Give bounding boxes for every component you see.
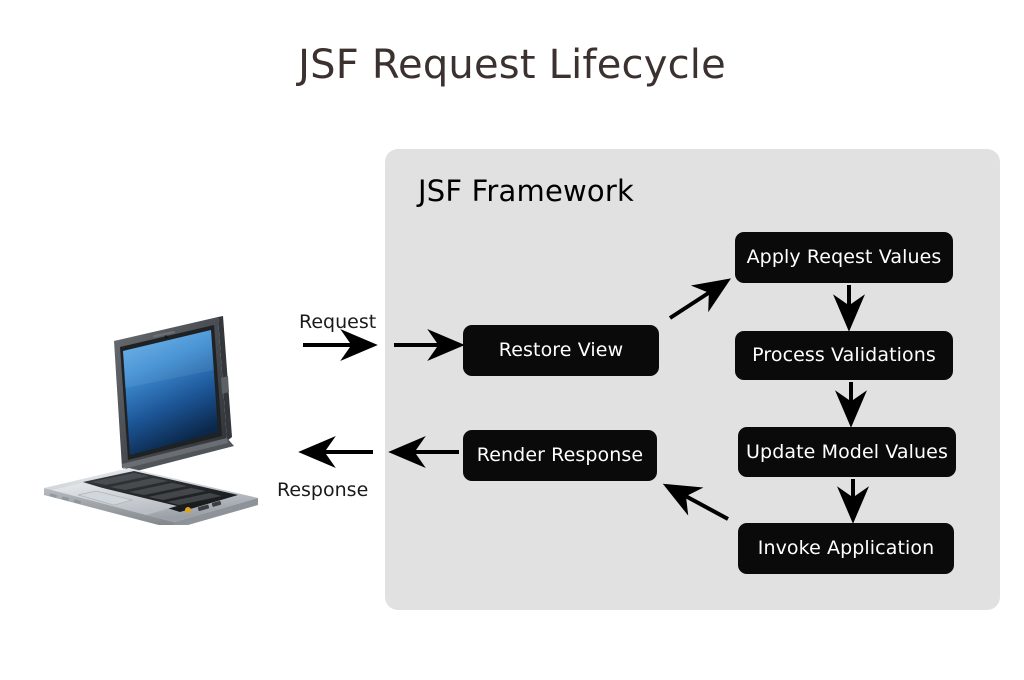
node-restore-view: Restore View [463,325,659,376]
laptop-illustration [44,316,258,529]
node-update-model-values: Update Model Values [738,427,956,477]
laptop-hinge [122,438,234,473]
node-render-response: Render Response [463,430,657,481]
page-title: JSF Request Lifecycle [298,42,726,88]
laptop-screen [123,330,218,455]
request-flow-label: Request [299,311,377,333]
laptop-lid [114,316,232,468]
node-process-validations: Process Validations [735,331,953,380]
node-invoke-application: Invoke Application [738,523,954,574]
laptop-trackpad [77,490,134,506]
laptop-base [44,468,258,529]
node-apply-request-values: Apply Reqest Values [735,232,953,283]
laptop-ports [185,500,222,513]
response-flow-label: Response [277,479,369,501]
laptop-computer-image [22,310,294,529]
jsf-framework-label: JSF Framework [418,174,634,208]
